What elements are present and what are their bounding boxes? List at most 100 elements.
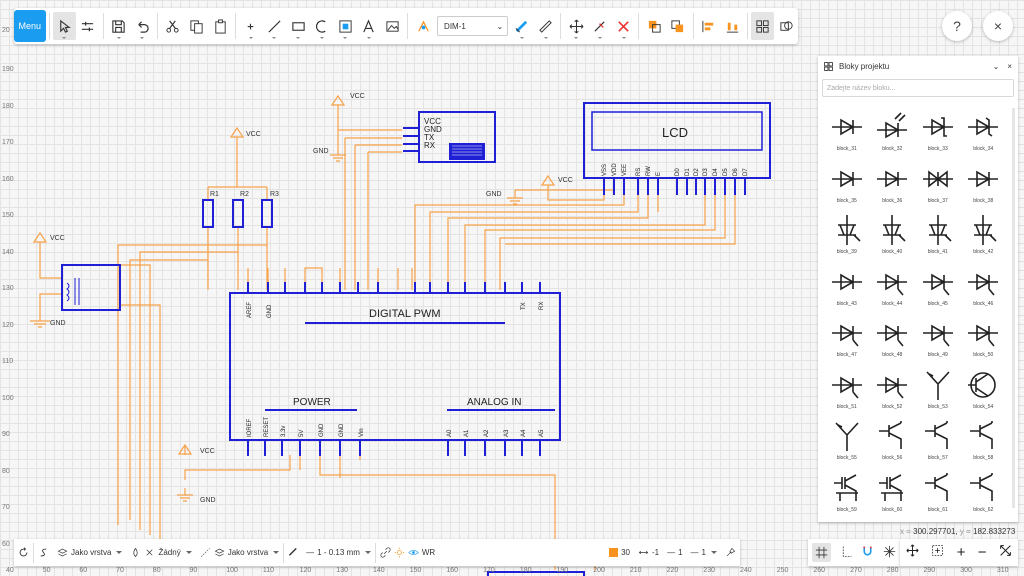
fill-select[interactable]: Žádný xyxy=(126,539,195,566)
block-tile[interactable]: block_53 xyxy=(915,366,961,418)
save-button[interactable] xyxy=(107,12,131,40)
refresh-button[interactable] xyxy=(14,539,33,566)
magnet-snap-toggle[interactable] xyxy=(861,545,874,561)
block-tile[interactable]: block_57 xyxy=(915,417,961,469)
block-tile[interactable]: block_46 xyxy=(961,263,1007,315)
dimension-style-button[interactable] xyxy=(411,12,435,40)
select-tool-button[interactable] xyxy=(52,12,77,40)
match-properties-button[interactable] xyxy=(721,539,740,566)
paste-button[interactable] xyxy=(208,12,232,40)
thickness-field-b[interactable]: —1 xyxy=(687,539,721,566)
dash-line-icon: — xyxy=(690,548,699,557)
transistor-icon xyxy=(879,421,903,449)
block-tile[interactable]: block_60 xyxy=(870,469,916,521)
line-width-select[interactable]: —1 - 0.13 mm xyxy=(284,539,375,566)
block-tile[interactable]: block_32 xyxy=(870,108,916,160)
rectangle-tool-button[interactable] xyxy=(286,12,310,40)
block-tile[interactable]: block_58 xyxy=(961,417,1007,469)
block-tile[interactable]: block_49 xyxy=(915,314,961,366)
image-tool-button[interactable] xyxy=(381,12,405,40)
move-tool-button[interactable] xyxy=(564,12,588,40)
grid-snap-toggle[interactable] xyxy=(812,543,832,562)
undo-button[interactable] xyxy=(130,12,154,40)
thyristor-icon xyxy=(877,376,908,399)
polar-snap-toggle[interactable] xyxy=(883,545,896,561)
block-tile[interactable]: block_41 xyxy=(915,211,961,263)
triac-icon xyxy=(837,215,861,245)
block-tile[interactable]: block_51 xyxy=(824,366,870,418)
block-tile[interactable]: block_43 xyxy=(824,263,870,315)
pan-button[interactable] xyxy=(906,544,919,561)
dimension-style-select[interactable]: DIM-1⌄ xyxy=(437,16,509,36)
collapse-chevron-icon[interactable]: ⌄ xyxy=(992,61,1000,71)
help-button[interactable]: ? xyxy=(942,11,972,41)
block-tile[interactable]: block_54 xyxy=(961,366,1007,418)
block-tile[interactable]: block_45 xyxy=(915,263,961,315)
zoom-extents-button[interactable] xyxy=(999,544,1012,561)
zoom-in-button[interactable]: + xyxy=(956,544,966,561)
text-style-select[interactable]: WR xyxy=(376,539,439,566)
block-tile[interactable]: block_50 xyxy=(961,314,1007,366)
zoom-window-button[interactable] xyxy=(931,544,944,561)
delete-tool-button[interactable] xyxy=(612,12,636,40)
cut-button[interactable] xyxy=(161,12,185,40)
arc-tool-button[interactable] xyxy=(310,12,334,40)
block-tile[interactable]: block_36 xyxy=(870,160,916,212)
convert-button[interactable] xyxy=(34,539,53,566)
line-type-select[interactable]: Jako vrstva xyxy=(196,539,283,566)
block-tile[interactable]: block_44 xyxy=(870,263,916,315)
trim-tool-button[interactable] xyxy=(588,12,612,40)
block-tile[interactable]: block_40 xyxy=(870,211,916,263)
block-tile[interactable]: block_34 xyxy=(961,108,1007,160)
line-color-select[interactable]: Jako vrstva xyxy=(53,539,126,566)
menu-button[interactable]: Menu xyxy=(14,10,46,42)
thickness-field-a[interactable]: —1 xyxy=(663,539,686,566)
block-tile[interactable]: block_55 xyxy=(824,417,870,469)
transistor-icon xyxy=(970,472,994,501)
block-label: block_61 xyxy=(927,506,948,513)
scale-field[interactable]: -1 xyxy=(634,539,663,566)
properties-button[interactable] xyxy=(76,12,100,40)
block-tile[interactable]: block_52 xyxy=(870,366,916,418)
color-number-field[interactable]: 30 xyxy=(605,539,634,566)
panel-scrollbar[interactable] xyxy=(1012,108,1015,508)
close-button[interactable]: × xyxy=(983,11,1013,41)
block-tile[interactable]: block_47 xyxy=(824,314,870,366)
zoom-out-button[interactable]: − xyxy=(977,544,987,561)
line-type-value: Jako vrstva xyxy=(227,548,269,557)
block-tile[interactable]: block_39 xyxy=(824,211,870,263)
block-search-placeholder: Zadejte název bloku... xyxy=(827,84,896,92)
block-tile[interactable]: block_48 xyxy=(870,314,916,366)
block-tile[interactable]: block_33 xyxy=(915,108,961,160)
svg-text:GND: GND xyxy=(267,304,273,318)
block-tile[interactable]: block_42 xyxy=(961,211,1007,263)
panel-close-icon[interactable]: × xyxy=(1007,61,1012,71)
diode-icon xyxy=(831,273,862,290)
blocks-panel-toggle[interactable] xyxy=(750,12,775,40)
hatch-tool-button[interactable] xyxy=(334,12,358,40)
align-button[interactable] xyxy=(697,12,721,40)
move-arrows-icon xyxy=(906,544,919,557)
ortho-toggle[interactable] xyxy=(840,545,853,561)
dimension-tool-button[interactable] xyxy=(510,12,534,40)
bring-front-button[interactable] xyxy=(642,12,666,40)
copy-button[interactable] xyxy=(185,12,209,40)
block-search-input[interactable]: Zadejte název bloku... xyxy=(822,79,1014,97)
block-tile[interactable]: block_38 xyxy=(961,160,1007,212)
line-tool-button[interactable] xyxy=(263,12,287,40)
measure-tool-button[interactable] xyxy=(534,12,558,40)
point-tool-button[interactable] xyxy=(239,12,263,40)
block-tile[interactable]: block_37 xyxy=(915,160,961,212)
block-tile[interactable]: block_59 xyxy=(824,469,870,521)
block-tile[interactable]: block_35 xyxy=(824,160,870,212)
send-back-button[interactable] xyxy=(666,12,690,40)
layers-button[interactable] xyxy=(774,12,798,40)
distribute-button[interactable] xyxy=(720,12,744,40)
ruler-tick-label: 110 xyxy=(262,567,275,574)
text-tool-button[interactable] xyxy=(357,12,381,40)
block-tile[interactable]: block_61 xyxy=(915,469,961,521)
block-tile[interactable]: block_31 xyxy=(824,108,870,160)
block-tile[interactable]: block_62 xyxy=(961,469,1007,521)
block-tile[interactable]: block_56 xyxy=(870,417,916,469)
